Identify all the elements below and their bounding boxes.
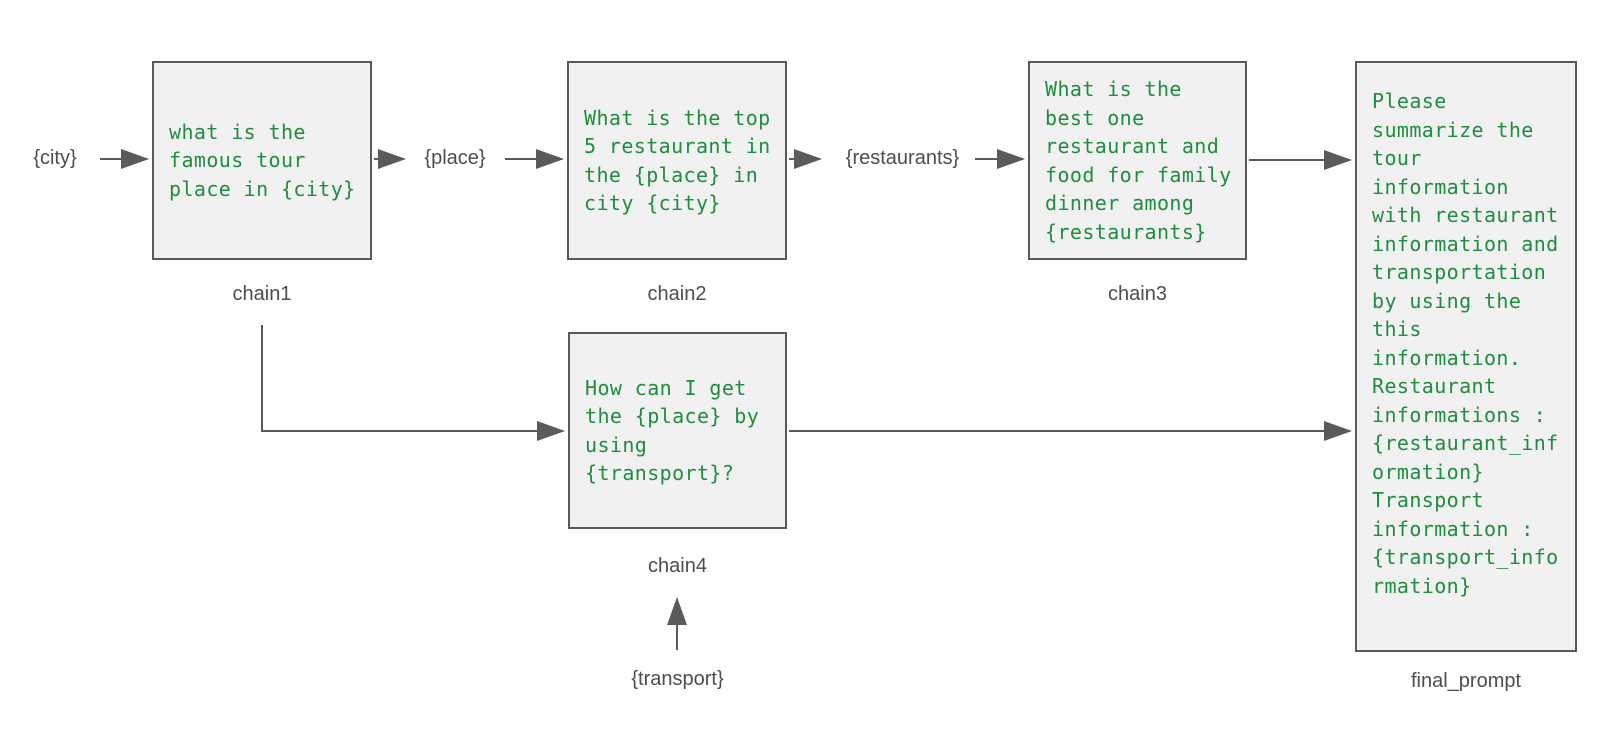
prompt-box-chain2: What is the top 5 restaurant in the {pla… <box>567 61 787 260</box>
node-label-chain1: chain1 <box>232 283 292 305</box>
variable-label-restaurants: {restaurants} <box>845 147 960 169</box>
prompt-box-chain3: What is the best one restaurant and food… <box>1028 61 1247 260</box>
connector-chain1-to-chain4 <box>261 325 565 441</box>
node-label-chain3: chain3 <box>1108 283 1167 305</box>
prompt-box-chain4: How can I get the {place} by using {tran… <box>568 332 787 529</box>
prompt-text-final-prompt: Please summarize the tour information wi… <box>1372 89 1559 598</box>
prompt-box-chain1: what is the famous tour place in {city} <box>152 61 372 260</box>
node-label-final-prompt: final_prompt <box>1410 670 1522 692</box>
prompt-box-final-prompt: Please summarize the tour information wi… <box>1355 61 1577 652</box>
prompt-text-chain2: What is the top 5 restaurant in the {pla… <box>584 105 771 216</box>
prompt-text-chain1: what is the famous tour place in {city} <box>169 119 356 201</box>
variable-label-transport: {transport} <box>631 668 724 690</box>
prompt-text-chain3: What is the best one restaurant and food… <box>1045 77 1232 244</box>
variable-label-city: {city} <box>33 147 77 169</box>
node-label-chain2: chain2 <box>647 283 707 305</box>
prompt-text-chain4: How can I get the {place} by using {tran… <box>585 375 760 486</box>
variable-label-place: {place} <box>424 147 486 169</box>
node-label-chain4: chain4 <box>648 555 707 577</box>
